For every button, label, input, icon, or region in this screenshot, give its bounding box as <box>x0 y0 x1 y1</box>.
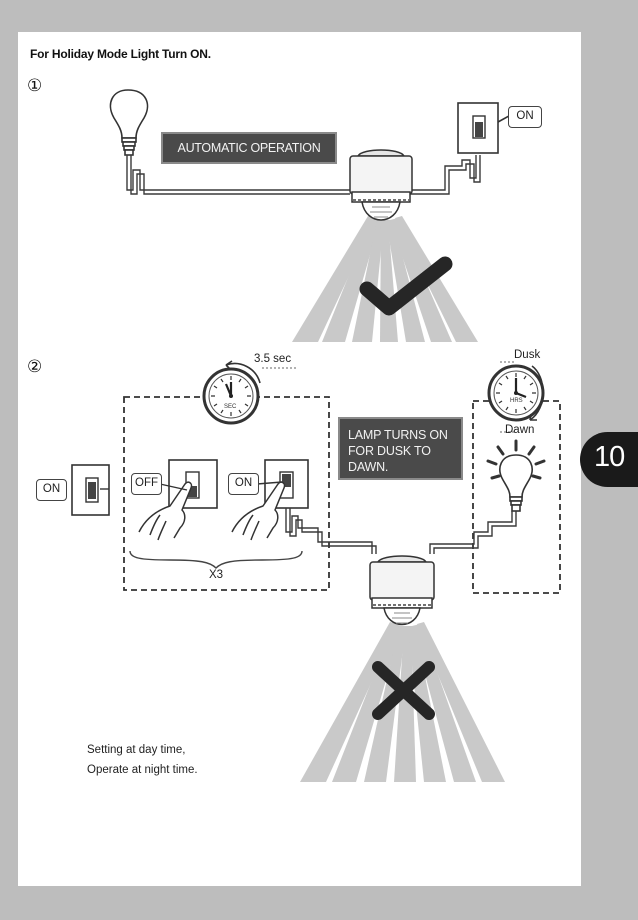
lamp-banner-line-3: DAWN. <box>348 460 389 474</box>
lamp-banner-line-2: FOR DUSK TO <box>348 444 431 458</box>
timer-clock-icon <box>202 360 261 425</box>
dawn-label: Dawn <box>505 424 535 436</box>
switch-on-tag-left: ON <box>36 479 67 501</box>
lamp-banner-line-1: LAMP TURNS ON <box>348 428 448 442</box>
wiring-2 <box>285 508 517 554</box>
switch-off-tag: OFF <box>131 473 162 495</box>
motion-sensor-2 <box>369 555 435 626</box>
switch-on-tag-right: ON <box>228 473 259 495</box>
sensor-beam-1 <box>292 216 478 342</box>
timer-dial-label: SEC <box>224 404 237 410</box>
step-number-2: ② <box>27 357 43 377</box>
cross-mark-icon <box>372 661 435 720</box>
motion-sensor-1 <box>349 149 413 221</box>
dusk-dawn-clock-icon <box>487 364 545 422</box>
lamp-turns-on-banner: LAMP TURNS ON FOR DUSK TO DAWN. <box>338 417 463 480</box>
instruction-note: Setting at day time, Operate at night ti… <box>87 740 198 780</box>
wall-switch-1 <box>457 102 510 154</box>
note-line-1: Setting at day time, <box>87 744 186 756</box>
automatic-operation-banner: AUTOMATIC OPERATION <box>161 132 337 164</box>
page-number-badge: 10 <box>580 432 638 487</box>
repeat-brace <box>129 550 303 569</box>
page-number: 10 <box>594 441 625 473</box>
step-number-1: ① <box>27 76 43 96</box>
switch-on-tag-1: ON <box>508 106 542 128</box>
note-line-2: Operate at night time. <box>87 764 198 776</box>
clock-dial-label: HRS <box>510 398 523 404</box>
wall-switch-left <box>71 464 110 516</box>
hand-pressing-icon <box>138 481 286 541</box>
timer-duration-label: 3.5 sec <box>254 353 292 365</box>
dusk-label: Dusk <box>514 349 541 361</box>
manual-page <box>18 32 581 886</box>
glowing-bulb-icon <box>486 439 546 512</box>
check-mark-icon <box>359 256 453 316</box>
sensor-beam-2 <box>300 622 505 782</box>
light-bulb-icon <box>109 89 149 156</box>
wiring-1 <box>126 155 481 195</box>
page-title: For Holiday Mode Light Turn ON. <box>30 47 211 61</box>
repeat-count-label: X3 <box>209 569 224 581</box>
